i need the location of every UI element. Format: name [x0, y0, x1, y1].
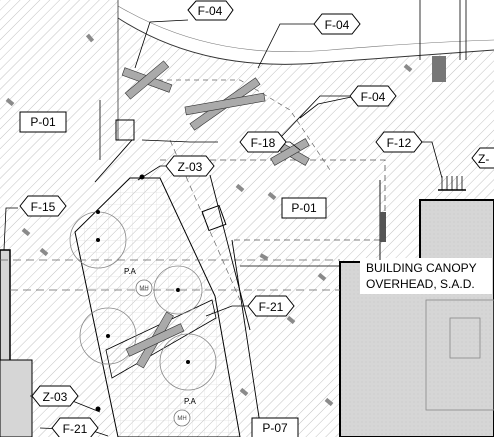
tag-text: F-04: [361, 90, 386, 104]
tree-trunk-dot: [186, 360, 190, 364]
callout-tag-f04: F-04: [313, 13, 361, 35]
tree-trunk-dot: [106, 334, 110, 338]
tree-canopy: [79, 307, 137, 365]
canopy-text-background: [360, 258, 492, 294]
pa-label: P.A: [184, 397, 197, 406]
canopy-note-line2: OVERHEAD, S.A.D.: [366, 277, 475, 291]
tag-text: F-12: [387, 136, 412, 150]
leader-lines: [3, 19, 443, 437]
manhole-label: MH: [139, 286, 148, 292]
bench-bar: [125, 323, 185, 357]
tree-canopy: [159, 333, 217, 391]
tag-text: F-04: [198, 4, 223, 18]
tree-trunk-dot: [176, 288, 180, 292]
dashed-outline: [140, 79, 331, 171]
bench-bar: [124, 60, 170, 100]
callout-tag-p07: P-07: [251, 417, 299, 437]
tag-text: F-15: [31, 200, 56, 214]
zone-label-text: P-01: [291, 201, 317, 215]
callout-tag-f21: F-21: [247, 295, 295, 317]
path-line: [209, 174, 251, 331]
callout-tag-z-edge: Z-: [471, 147, 494, 169]
zone-label-p01: P-01: [281, 197, 327, 219]
tag-text: F-21: [259, 300, 284, 314]
zone-label-text: P-01: [30, 115, 56, 129]
callout-tag-f04: F-04: [187, 0, 234, 21]
leader-dot: [95, 406, 101, 412]
leader-dot: [139, 174, 145, 180]
callout-tag-f21: F-21: [51, 417, 99, 437]
building-inner-room: [425, 299, 494, 411]
tag-text: P-07: [262, 421, 288, 435]
arrow-markers: [438, 176, 466, 191]
manhole-label: MH: [177, 416, 186, 422]
left-building-edge: [0, 249, 11, 437]
manhole-icon: [135, 279, 153, 297]
callout-tag-f15: F-15: [19, 195, 67, 217]
tag-text: F-04: [325, 18, 350, 32]
callout-tag-f12: F-12: [375, 131, 423, 153]
tag-text: F-21: [63, 422, 88, 436]
square-marker: [201, 204, 227, 232]
tag-text: Z-03: [43, 390, 68, 404]
pa-label: P.A: [124, 267, 137, 276]
callout-tag-z03: Z-03: [31, 385, 79, 407]
zone-label-p01: P-01: [19, 111, 67, 133]
tag-text: Z-: [478, 152, 489, 166]
manhole-icon: [173, 409, 191, 427]
callout-tag-f04: F-04: [349, 85, 397, 107]
dashed-line: [169, 139, 241, 301]
left-building-lower: [0, 359, 33, 437]
canopy-note-line1: BUILDING CANOPY: [366, 261, 477, 275]
path-line: [231, 239, 263, 437]
road-edge-line: [117, 17, 494, 65]
callout-tag-z03: Z-03: [165, 155, 215, 177]
tree-trunk-dot: [96, 238, 100, 242]
building-inner-room: [449, 317, 481, 359]
tag-text: Z-03: [178, 160, 203, 174]
tree-trunk-dot: [96, 210, 100, 214]
road-edge-line-2: [117, 5, 494, 53]
bench-bar: [184, 92, 266, 116]
bench-bar: [270, 138, 310, 166]
callout-tag-f18: F-18: [239, 131, 287, 153]
path-line: [94, 139, 133, 183]
square-marker: [115, 119, 135, 141]
tag-text: F-18: [251, 136, 276, 150]
